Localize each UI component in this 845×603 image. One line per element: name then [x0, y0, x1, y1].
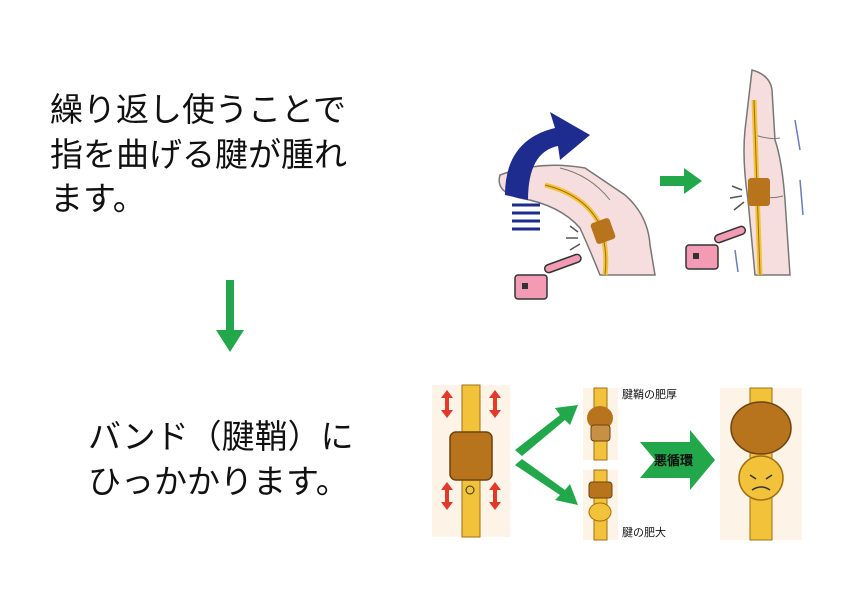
- enlarged-result-panel: [720, 387, 802, 541]
- tendon-enlargement-panel: [583, 469, 618, 541]
- label-sheath-thickening: 腱鞘の肥厚: [622, 387, 677, 401]
- tendon-sheath-panel-initial: [432, 384, 510, 538]
- explanation-text-bottom: バンド（腱鞘）に ひっかかります。: [88, 417, 354, 501]
- pressure-arrows-icon: [441, 390, 501, 510]
- sheath-thickening-panel: [583, 387, 618, 461]
- pointing-hand-icon: [514, 253, 582, 300]
- pointing-hand-icon: [685, 225, 747, 270]
- branch-arrows-icon: [515, 405, 578, 505]
- explanation-text-top: 繰り返し使うことで 指を曲げる腱が腫れ ます。: [50, 90, 347, 219]
- vicious-cycle-arrow: 悪循環: [640, 430, 715, 490]
- finger-straight-illustration: [685, 69, 804, 276]
- finger-bending-illustration: [498, 112, 656, 300]
- label-vicious-cycle: 悪循環: [654, 453, 694, 469]
- right-arrow-icon: [660, 168, 702, 194]
- label-tendon-enlargement: 腱の肥大: [622, 525, 666, 539]
- blue-bend-arrow-icon: [505, 112, 590, 200]
- down-arrow-icon: [216, 280, 244, 352]
